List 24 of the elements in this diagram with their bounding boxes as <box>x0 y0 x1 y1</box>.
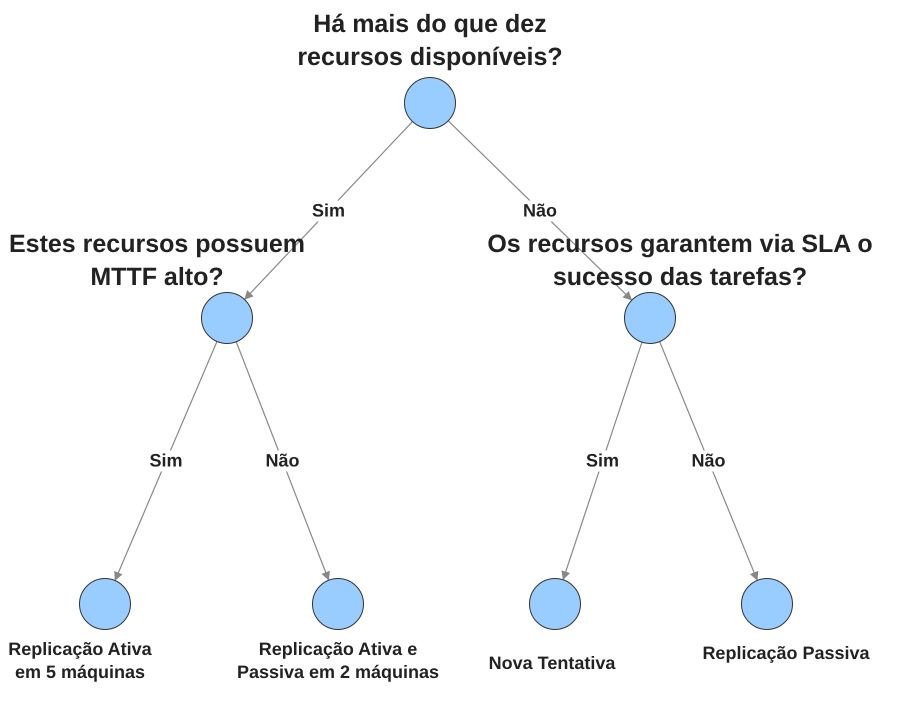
node-circle <box>201 292 253 344</box>
arrow <box>114 342 218 581</box>
edge-label: Não <box>521 200 559 221</box>
node-circle <box>741 578 793 630</box>
edge-label: Não <box>264 450 302 472</box>
edge-label: Sim <box>310 200 347 221</box>
edge-label: Sim <box>584 450 621 472</box>
node-circle <box>312 578 364 630</box>
node-circle <box>79 578 131 630</box>
node-label: Nova Tentativa <box>488 652 616 675</box>
node-circle <box>624 292 676 344</box>
node-label: Replicação Ativa em 5 máquinas <box>7 638 153 684</box>
edge-label: Não <box>690 450 728 472</box>
node-label: Replicação Ativa e Passiva em 2 máquinas <box>236 638 440 684</box>
arrow <box>236 342 330 581</box>
edge-label: Sim <box>148 450 184 472</box>
arrow <box>561 342 642 580</box>
node-circle <box>529 578 581 630</box>
node-circle <box>404 77 456 129</box>
node-label: Estes recursos possuem MTTF alto? <box>8 229 306 292</box>
node-label: Há mais do que dez recursos disponíveis? <box>296 9 564 72</box>
node-label: Os recursos garantem via SLA o sucesso das tarefas? <box>486 229 874 292</box>
arrow <box>659 342 758 581</box>
node-label: Replicação Passiva <box>701 642 871 665</box>
